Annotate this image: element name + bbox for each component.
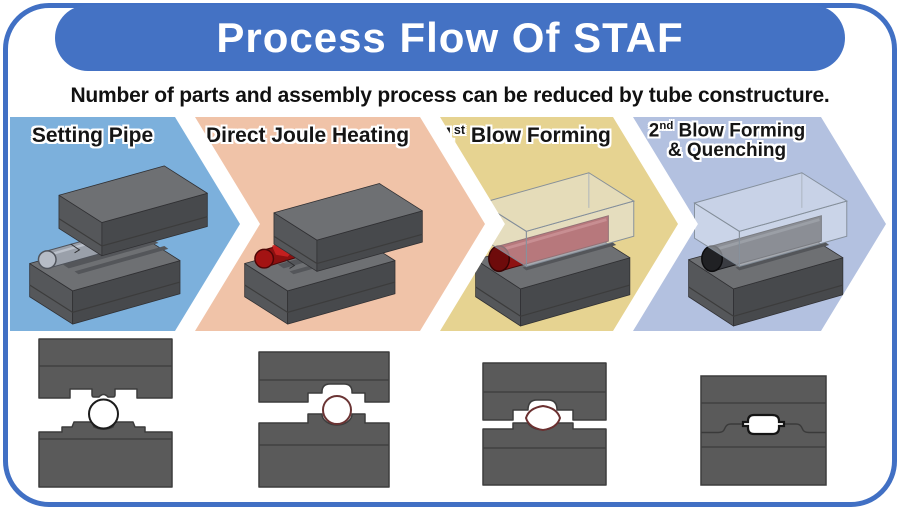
formed-tube-section: [741, 413, 786, 436]
stage-2-3d-illustration: [231, 161, 436, 329]
heated-pipe-section: [322, 395, 352, 425]
upper-die: [59, 166, 207, 256]
stage-4-3d-illustration: [673, 161, 878, 329]
stage-1-3d-illustration: [16, 161, 221, 329]
cross-section-stage-2: [258, 350, 390, 488]
lower-die-section: [482, 422, 607, 486]
upper-die-section: [38, 338, 173, 399]
cross-section-stage-1: [38, 338, 173, 488]
stage-2-label: Direct Joule Heating: [205, 124, 410, 147]
stage-1-label: Setting Pipe: [31, 124, 154, 147]
upper-die-section: [258, 351, 390, 403]
stage-4-label: 2nd Blow Forming& Quenching: [648, 120, 806, 162]
expanding-tube-section: [524, 404, 562, 432]
cross-section-stage-4: [700, 375, 827, 486]
parting-line-right: [784, 423, 826, 434]
title-banner: Process Flow Of STAF: [55, 5, 845, 71]
pipe-section: [88, 398, 119, 430]
page-title: Process Flow Of STAF: [216, 14, 684, 61]
cross-section-stage-3: [482, 362, 607, 486]
process-chevron-band: Setting Pipe: [10, 117, 886, 331]
upper-die: [274, 184, 422, 272]
stage-3-3d-illustration: [460, 161, 665, 329]
subtitle-text: Number of parts and assembly process can…: [70, 84, 830, 107]
stage-3-label: 1st Blow Forming: [442, 123, 611, 147]
lower-die-section: [38, 421, 173, 488]
process-flow-card: Process Flow Of STAF Number of parts and…: [3, 3, 897, 507]
parting-line-left: [701, 423, 743, 434]
transparent-upper-die: [694, 173, 846, 267]
stage-1-setting-pipe: Setting Pipe: [10, 117, 240, 331]
stage-3-first-blow-forming: 1st Blow Forming: [440, 117, 678, 331]
lower-die-section: [258, 413, 390, 488]
